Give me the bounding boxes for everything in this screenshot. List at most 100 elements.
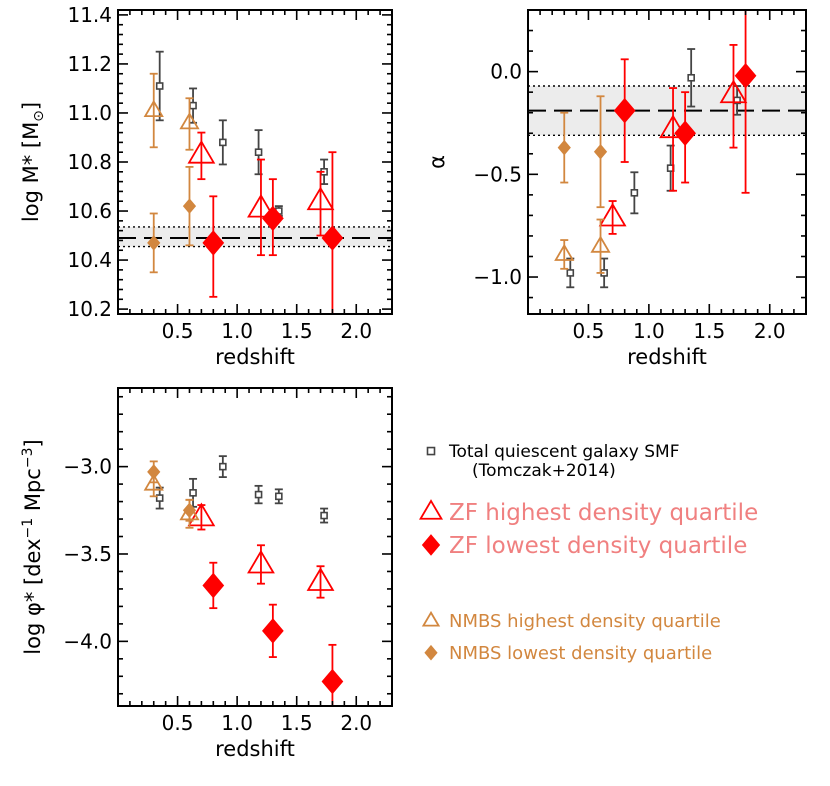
x-tick-label: 0.5	[162, 711, 194, 735]
y-tick-label: 10.2	[67, 297, 112, 321]
data-point	[321, 668, 344, 695]
series-zf_low	[202, 151, 344, 314]
series-nmbs_high	[143, 72, 200, 151]
data-point	[155, 82, 164, 90]
y-axis-label: α	[425, 155, 449, 169]
data-point	[143, 99, 164, 117]
data-point	[143, 473, 164, 491]
y-tick-label: −3.5	[63, 542, 112, 566]
y-tick-label: 11.0	[67, 101, 112, 125]
y-axis-label: log M* [M⊙]	[19, 102, 47, 222]
data-point	[593, 143, 608, 160]
data-point	[189, 489, 197, 497]
plot-frame	[527, 9, 807, 315]
x-tick-label: 1.5	[693, 319, 725, 343]
data-point	[202, 230, 225, 256]
legend-marker	[424, 644, 438, 661]
data-point	[306, 567, 335, 591]
series-zf_high	[598, 44, 748, 235]
legend: Total quiescent galaxy SMF(Tomczak+2014)…	[418, 442, 758, 664]
x-axis-label: redshift	[627, 345, 707, 369]
reference-band	[118, 226, 392, 247]
data-point	[659, 114, 687, 139]
data-point	[630, 189, 639, 197]
x-tick-label: 1.5	[281, 319, 313, 343]
series-nmbs_high	[554, 218, 611, 274]
plot-frame	[117, 387, 393, 707]
series-zf_high	[187, 502, 335, 599]
data-point	[554, 243, 575, 261]
data-point	[155, 494, 164, 502]
legend-label-citation: (Tomczak+2014)	[472, 461, 616, 481]
y-tick-label: −0.5	[473, 162, 522, 186]
data-point	[598, 202, 627, 227]
legend-entry-zf_high: ZF highest density quartile	[418, 499, 758, 526]
legend-marker	[421, 534, 441, 556]
series-total	[155, 455, 329, 524]
x-tick-label: 1.5	[281, 711, 313, 735]
panel-phi-star: 0.5 1.0 1.5 2.0 −4.0 −3.5 −3.0 redshift log φ* […	[20, 387, 393, 761]
y-tick-label: 0.0	[490, 60, 522, 84]
y-axis-label: log φ* [dex−1 Mpc−3]	[20, 439, 45, 654]
data-point	[189, 101, 197, 110]
legend-entry-total: Total quiescent galaxy SMF(Tomczak+2014)	[426, 442, 679, 481]
legend-entry-zf_low: ZF lowest density quartile	[421, 533, 747, 559]
data-point	[219, 462, 227, 471]
data-point	[182, 502, 197, 519]
data-point	[306, 186, 335, 211]
data-point	[320, 511, 328, 520]
y-tick-label: 10.8	[67, 150, 112, 174]
x-axis-label: redshift	[215, 345, 295, 369]
y-tick-label: −3.0	[63, 455, 112, 479]
data-point	[187, 139, 216, 164]
legend-label: NMBS lowest density quartile	[449, 643, 712, 664]
legend-label: ZF highest density quartile	[449, 500, 758, 526]
data-point	[202, 572, 225, 599]
y-tick-label: 10.6	[67, 199, 112, 223]
series-nmbs_low	[147, 460, 197, 522]
legend-label: Total quiescent galaxy SMF	[448, 442, 679, 462]
legend-marker	[418, 499, 444, 520]
legend-label: ZF lowest density quartile	[449, 533, 747, 559]
x-axis-label: redshift	[215, 737, 295, 761]
data-point	[147, 464, 161, 480]
x-tick-label: 1.0	[221, 319, 253, 343]
data-point	[557, 139, 571, 156]
data-point	[247, 193, 275, 218]
legend-entry-nmbs_high: NMBS highest density quartile	[421, 610, 721, 632]
x-tick-label: 2.0	[340, 711, 372, 735]
series-zf_low	[613, 10, 757, 194]
data-point	[254, 490, 263, 499]
series-nmbs_low	[147, 166, 197, 274]
series-nmbs_low	[557, 95, 608, 209]
data-point	[590, 235, 611, 253]
data-point	[219, 138, 227, 147]
data-point	[734, 62, 757, 89]
y-tick-label: 11.2	[67, 52, 112, 76]
x-tick-label: 0.5	[162, 319, 194, 343]
data-point	[182, 198, 197, 214]
x-tick-label: 2.0	[340, 319, 372, 343]
series-total	[155, 50, 329, 217]
data-point	[613, 97, 636, 124]
data-point	[321, 225, 344, 251]
y-tick-label: −4.0	[63, 629, 112, 653]
data-point	[674, 120, 696, 147]
data-point	[275, 492, 283, 501]
legend-marker	[421, 610, 441, 627]
y-tick-label: 11.4	[67, 3, 112, 27]
y-tick-label: 10.4	[67, 248, 112, 272]
x-tick-label: 1.0	[221, 711, 253, 735]
data-point	[247, 549, 275, 574]
data-point	[254, 148, 263, 156]
x-tick-label: 0.5	[573, 319, 605, 343]
data-point	[179, 111, 200, 130]
y-tick-label: −1.0	[473, 265, 522, 289]
data-point	[566, 269, 575, 277]
data-point	[687, 73, 695, 82]
panel-stellar-mass: 0.5 1.0 1.5 2.0 10.2 10.4 10.6 10.8 11.0 11.2 11.4…	[19, 3, 393, 369]
x-tick-label: 1.0	[633, 319, 665, 343]
legend-marker	[426, 446, 436, 456]
